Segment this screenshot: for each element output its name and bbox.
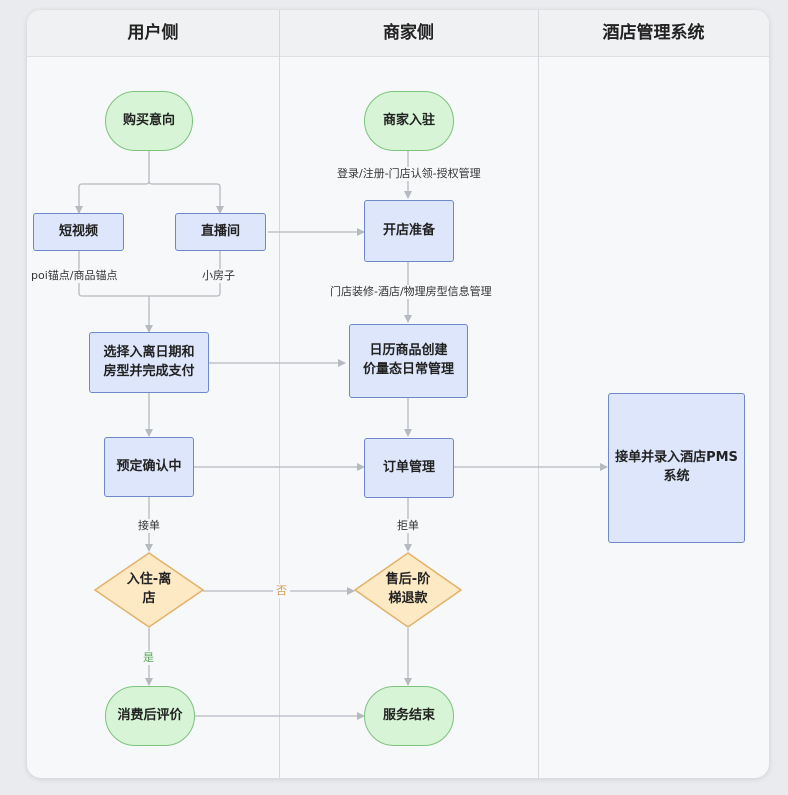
lane-title-pms: 酒店管理系统 [602,23,705,43]
swimlane-diagram: 用户侧 商家侧 酒店管理系统 [27,10,769,778]
edge-label-reject: 拒单 [397,519,419,533]
edge-label-accept: 接单 [138,519,160,533]
node-checkin-checkout-label: 入住-离 店 [126,572,172,606]
edge-label-no: 否 [273,584,290,598]
lane-divider [538,10,539,778]
edges [75,151,608,720]
edge-intent-shortvideo [75,151,150,214]
edge-label-yes: 是 [143,651,154,665]
lane-divider [279,10,280,778]
node-short-video: 短视频 [33,213,124,251]
node-live-room: 直播间 [175,213,266,251]
node-aftersale-refund: 售后-阶 梯退款 [354,552,462,628]
node-aftersale-refund-label: 售后-阶 梯退款 [385,572,431,606]
node-post-review: 消费后评价 [105,686,195,746]
edge-intent-live [148,180,224,214]
node-checkin-checkout: 入住-离 店 [94,552,204,628]
lane-title-user: 用户侧 [127,23,179,43]
node-order-management: 订单管理 [364,438,454,498]
edge-label-small-house: 小房子 [202,269,235,283]
node-merchant-onboard: 商家入驻 [364,91,454,151]
lane-header [27,10,769,57]
node-booking-confirming: 预定确认中 [104,437,194,497]
node-select-dates: 选择入离日期和 房型并完成支付 [89,332,209,393]
node-store-prep: 开店准备 [364,200,454,262]
edge-label-poi: poi锚点/商品锚点 [31,269,118,283]
node-calendar-goods: 日历商品创建 价量态日常管理 [349,324,468,398]
node-service-end: 服务结束 [364,686,454,746]
node-purchase-intent: 购买意向 [105,91,193,151]
edge-label-login-auth: 登录/注册-门店认领-授权管理 [337,167,481,181]
node-pms-entry: 接单并录入酒店PMS 系统 [608,393,745,543]
lane-title-merchant: 商家侧 [383,23,434,43]
edge-label-store-decor: 门店装修-酒店/物理房型信息管理 [330,285,492,299]
